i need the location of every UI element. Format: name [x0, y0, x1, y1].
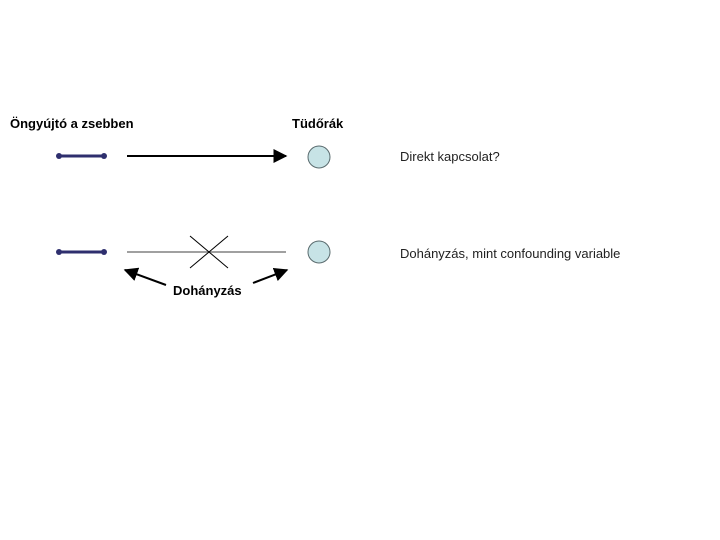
row-confounding [56, 235, 331, 286]
outcome-circle-row1 [307, 145, 331, 169]
outcome-circle-row2 [307, 240, 331, 264]
exposure-label: Öngyújtó a zsebben [10, 116, 134, 131]
direct-relationship-note: Direkt kapcsolat? [400, 149, 500, 164]
exposure-arrow-row2 [56, 249, 107, 255]
confounder-arrow-left [123, 267, 167, 286]
outcome-label: Tüdőrák [292, 116, 344, 131]
row-direct [56, 145, 331, 169]
exposure-arrow-row1 [56, 153, 107, 159]
confounder-arrow-right [252, 267, 289, 284]
cross-x-icon [189, 235, 229, 269]
confounder-label: Dohányzás [173, 283, 242, 298]
confounding-variable-note: Dohányzás, mint confounding variable [400, 246, 621, 261]
